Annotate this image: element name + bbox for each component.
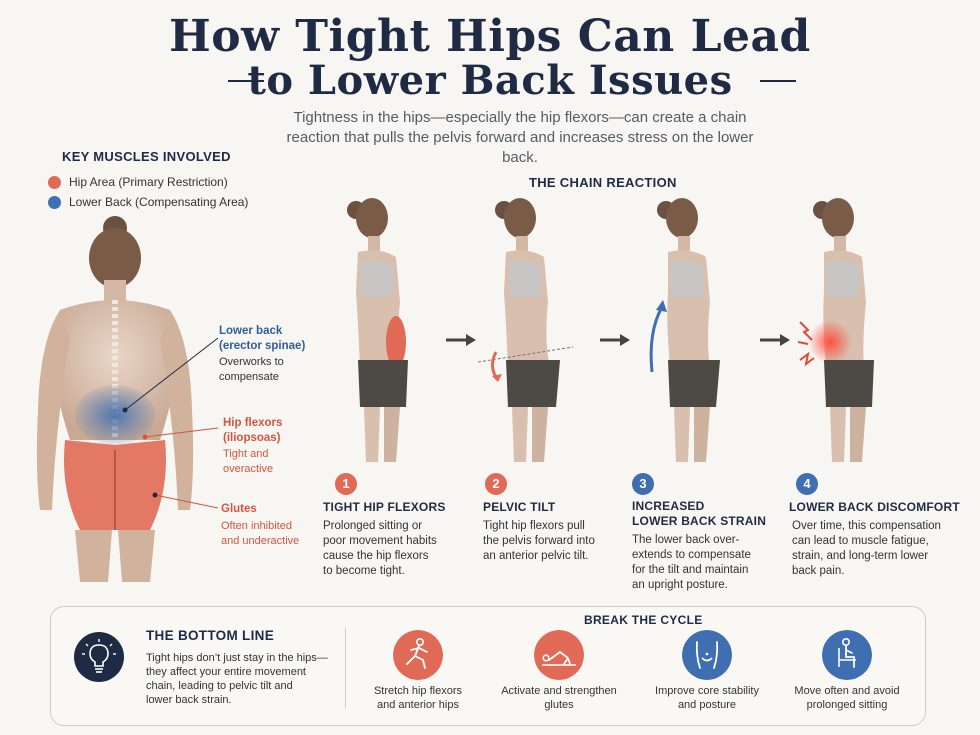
- step-1-desc-line3: cause the hip flexors: [323, 550, 429, 562]
- step-3-desc-line3: for the tilt and maintain: [632, 564, 749, 576]
- title-rule-left: [228, 80, 264, 82]
- tip-1-line2: and anterior hips: [377, 699, 459, 711]
- hip-flexors-callout-title: Hip flexors: [223, 417, 283, 429]
- step-4-title: LOWER BACK DISCOMFORT: [789, 500, 960, 514]
- figure-step-1: [347, 198, 408, 462]
- step-4-number: 4: [796, 473, 818, 495]
- step-3-title-line2: LOWER BACK STRAIN: [632, 514, 767, 528]
- arrow-right-icon: [760, 334, 790, 346]
- tip-1-line1: Stretch hip flexors: [373, 685, 463, 697]
- legend-lower-back: Lower Back (Compensating Area): [48, 195, 248, 209]
- bottom-line-heading: THE BOTTOM LINE: [146, 628, 274, 643]
- back-legend-dot: [48, 195, 61, 209]
- lower-back-callout-subtitle: (erector spinae): [219, 340, 306, 352]
- step-1-desc-line1: Prolonged sitting or: [323, 520, 423, 532]
- hip-legend-dot: [48, 175, 61, 189]
- step-3-desc-line4: an upright posture.: [632, 579, 728, 591]
- step-4-desc-line2: can lead to muscle fatigue,: [792, 535, 929, 547]
- glutes-callout-title: Glutes: [221, 503, 257, 515]
- figure-step-3: [649, 198, 720, 462]
- step-1-desc-line2: poor movement habits: [323, 535, 437, 547]
- break-cycle-heading: BREAK THE CYCLE: [584, 613, 703, 627]
- seated-person-icon: [822, 630, 872, 680]
- bottom-line-text-4: lower back strain.: [146, 694, 232, 706]
- page-title-line2: to Lower Back Issues: [247, 57, 733, 104]
- bottom-line-text-1: Tight hips don’t just stay in the hips—: [146, 652, 328, 664]
- bottom-line-text-3: chain, leading to pelvic tilt and: [146, 680, 293, 692]
- step-4-desc-line1: Over time, this compensation: [792, 520, 941, 532]
- arrow-right-icon: [600, 334, 630, 346]
- tip-3-line1: Improve core stability: [655, 685, 759, 697]
- back-anatomy-figure: [36, 216, 219, 582]
- step-4-desc-line3: strain, and long-term lower: [792, 550, 929, 562]
- tip-4-line1: Move often and avoid: [794, 685, 900, 697]
- lightbulb-icon: [74, 632, 124, 682]
- hip-flexors-callout-desc2: overactive: [223, 463, 274, 475]
- step-3-title-line1: INCREASED: [632, 499, 705, 513]
- key-muscles-heading: KEY MUSCLES INVOLVED: [62, 149, 231, 164]
- chain-reaction-heading: THE CHAIN REACTION: [529, 175, 677, 190]
- step-2-desc-line1: Tight hip flexors pull: [483, 520, 585, 532]
- step-2-desc-line3: an anterior pelvic tilt.: [483, 550, 589, 562]
- figure-step-2: [478, 198, 574, 462]
- tip-3-line2: and posture: [677, 699, 737, 711]
- legend-hip: Hip Area (Primary Restriction): [48, 175, 228, 189]
- lower-back-callout-title: Lower back: [219, 325, 283, 337]
- arrow-right-icon: [446, 334, 476, 346]
- glutes-callout-desc1: Often inhibited: [221, 520, 292, 532]
- bottom-line-text-2: they affect your entire movement: [146, 666, 306, 678]
- core-torso-icon: [682, 630, 732, 680]
- hip-flexors-callout-subtitle: (iliopsoas): [223, 432, 281, 444]
- figure-step-4: [797, 198, 874, 462]
- tip-1-label: Stretch hip flexors and anterior hips: [348, 684, 488, 712]
- tip-2-line2: glutes: [544, 699, 574, 711]
- step-4-desc-line4: back pain.: [792, 565, 845, 577]
- step-1-desc-line4: to become tight.: [323, 565, 405, 577]
- panel-divider: [345, 628, 346, 708]
- lower-back-callout-desc2: compensate: [219, 371, 279, 383]
- lunge-stretch-icon: [393, 630, 443, 680]
- step-2-title: PELVIC TILT: [483, 500, 556, 514]
- page-title-line1: How Tight Hips Can Lead: [169, 11, 811, 62]
- step-2-desc-line2: the pelvis forward into: [483, 535, 595, 547]
- tip-4-line2: prolonged sitting: [806, 699, 888, 711]
- hip-flexors-callout-desc1: Tight and: [223, 448, 269, 460]
- tip-2-line1: Activate and strengthen: [501, 685, 617, 697]
- tip-3-label: Improve core stability and posture: [637, 684, 777, 712]
- bottom-panel: [50, 606, 926, 726]
- step-2-number: 2: [485, 473, 507, 495]
- title-rule-right: [760, 80, 796, 82]
- tip-4-label: Move often and avoid prolonged sitting: [777, 684, 917, 712]
- glute-bridge-icon: [534, 630, 584, 680]
- step-3-desc-line2: extends to compensate: [632, 549, 751, 561]
- lower-back-callout-desc1: Overworks to: [219, 356, 284, 368]
- tip-2-label: Activate and strengthen glutes: [489, 684, 629, 712]
- step-3-desc-line1: The lower back over-: [632, 534, 740, 546]
- intro-text: Tightness in the hips—especially the hip…: [286, 109, 754, 166]
- glutes-callout-desc2: and underactive: [221, 535, 300, 547]
- step-1-title: TIGHT HIP FLEXORS: [323, 500, 446, 514]
- legend-back-label: Lower Back (Compensating Area): [69, 195, 249, 209]
- step-1-number: 1: [335, 473, 357, 495]
- legend-hip-label: Hip Area (Primary Restriction): [69, 175, 228, 189]
- step-3-number: 3: [632, 473, 654, 495]
